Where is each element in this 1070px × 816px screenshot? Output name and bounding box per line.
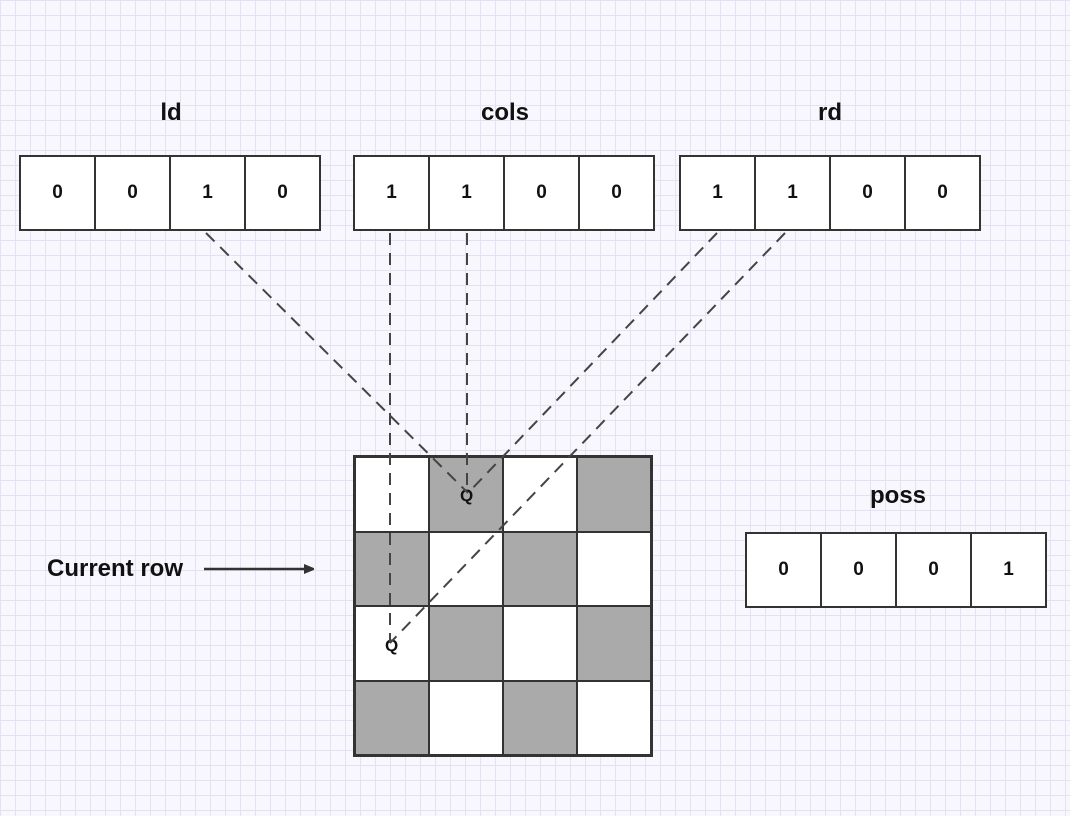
ld-cell: 0 [277, 182, 288, 203]
board-square [577, 457, 651, 532]
board-square [577, 606, 651, 681]
rd-diagonal-line [389, 232, 786, 644]
cols-label: cols [480, 99, 530, 126]
ld-cell: 0 [21, 157, 96, 229]
cols-cell: 1 [355, 157, 430, 229]
ld-cell: 1 [171, 157, 246, 229]
board-square [577, 680, 651, 755]
rd-cell: 1 [756, 157, 831, 229]
board-square [355, 680, 429, 755]
board-square [503, 457, 577, 532]
poss-cell: 0 [897, 534, 972, 606]
cols-cell: 0 [611, 182, 622, 203]
board-square [503, 531, 577, 606]
rd-cell: 0 [937, 182, 948, 203]
board-square [355, 457, 429, 532]
board-square [429, 606, 503, 681]
queen-marker: Q [460, 486, 474, 505]
board-square [355, 531, 429, 606]
rd-diagonal-line [467, 232, 718, 494]
board-square [429, 531, 503, 606]
board-square [577, 531, 651, 606]
poss-cell: 0 [822, 534, 897, 606]
cols-array: 1 1 0 0 [353, 155, 655, 231]
ld-array: 0 0 1 0 [19, 155, 321, 231]
rd-cell: 1 [681, 157, 756, 229]
board-square [429, 680, 503, 755]
board-square [503, 606, 577, 681]
rd-array: 1 1 0 0 [679, 155, 981, 231]
ld-diagonal-line [205, 232, 469, 494]
queen-marker: Q [385, 636, 399, 655]
ld-cell: 0 [96, 157, 171, 229]
cols-cell: 1 [430, 157, 505, 229]
cols-cell: 0 [505, 157, 580, 229]
current-row-label: Current row [47, 555, 184, 582]
board-square [503, 680, 577, 755]
board-square: Q [355, 606, 429, 681]
rd-label: rd [818, 99, 842, 126]
poss-array: 0 0 0 1 [745, 532, 1047, 608]
poss-cell: 0 [747, 534, 822, 606]
rd-cell: 0 [831, 157, 906, 229]
chess-board: Q Q [353, 455, 653, 757]
poss-cell: 1 [1003, 559, 1014, 580]
poss-label: poss [869, 482, 927, 509]
ld-label: ld [160, 99, 182, 126]
